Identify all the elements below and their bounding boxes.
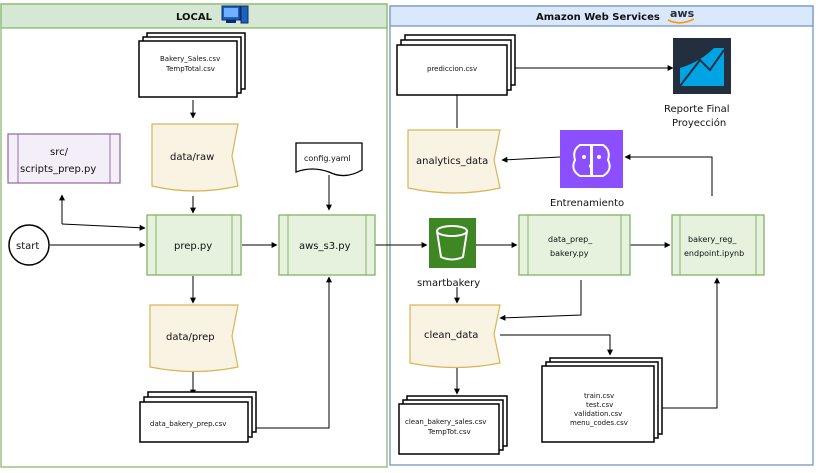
clean-bakery-csv-node[interactable]: clean_bakery_sales.csv TempTot.csv <box>398 395 508 455</box>
data-raw-label: data/raw <box>170 152 214 163</box>
sagemaker-brain-icon[interactable] <box>560 130 623 188</box>
prep-py-node[interactable]: prep.py <box>146 214 242 276</box>
clean-bakery-csv-line1: clean_bakery_sales.csv <box>405 418 486 426</box>
data-prep-bakery-node[interactable]: data_prep_ bakery.py <box>518 214 631 276</box>
aws-s3-py-node[interactable]: aws_s3.py <box>278 214 376 276</box>
clean-bakery-csv-line2: TempTot.csv <box>427 428 471 436</box>
quicksight-icon[interactable] <box>673 38 731 94</box>
reporte-line1: Reporte Final <box>664 104 730 115</box>
s3-bucket-icon[interactable] <box>429 218 476 268</box>
data-raw-node[interactable]: data/raw <box>151 123 239 192</box>
start-node[interactable]: start <box>8 224 50 266</box>
data-prep-node[interactable]: data/prep <box>149 304 239 373</box>
clean-data-node[interactable]: clean_data <box>409 304 501 369</box>
edges <box>50 65 720 429</box>
prediccion-csv-label: prediccion.csv <box>427 65 477 73</box>
smartbakery-label: smartbakery <box>417 278 480 289</box>
analytics-data-label: analytics_data <box>416 156 488 167</box>
computer-icon <box>221 5 249 24</box>
prediccion-csv-node[interactable]: prediccion.csv <box>396 34 516 96</box>
data-bakery-prep-label: data_bakery_prep.csv <box>150 420 226 428</box>
aws-logo-icon: aws <box>667 7 695 24</box>
bakery-reg-line1: bakery_reg_ <box>688 235 737 244</box>
bakery-reg-line2: endpoint.ipynb <box>684 249 744 258</box>
train-files-line3: validation.csv <box>574 410 622 418</box>
config-yaml-label: config.yaml <box>304 154 351 163</box>
bakery-sales-csv-node[interactable]: Bakery_Sales.csv TempTotal.csv <box>138 32 246 98</box>
bakery-reg-node[interactable]: bakery_reg_ endpoint.ipynb <box>671 214 765 276</box>
data-bakery-prep-node[interactable]: data_bakery_prep.csv <box>139 391 257 443</box>
train-files-line2: test.csv <box>586 401 613 409</box>
local-panel-title: LOCAL <box>176 12 213 23</box>
src-scripts-line2: scripts_prep.py <box>20 164 96 175</box>
entrenamiento-label: Entrenamiento <box>550 198 624 209</box>
clean-data-label: clean_data <box>424 330 478 341</box>
data-prep-label: data/prep <box>166 332 215 343</box>
train-files-line1: train.csv <box>584 392 614 400</box>
start-label: start <box>16 241 39 252</box>
train-files-node[interactable]: train.csv test.csv validation.csv menu_c… <box>541 357 663 443</box>
train-files-line4: menu_codes.csv <box>570 419 628 427</box>
aws-s3-py-label: aws_s3.py <box>299 241 351 252</box>
src-scripts-line1: src/ <box>50 147 69 158</box>
data-prep-bakery-line2: bakery.py <box>550 249 589 258</box>
prep-py-label: prep.py <box>174 241 212 252</box>
bakery-sales-csv-line1: Bakery_Sales.csv <box>160 55 220 63</box>
analytics-data-node[interactable]: analytics_data <box>407 129 501 194</box>
reporte-line2: Proyección <box>672 117 726 129</box>
data-prep-bakery-line1: data_prep_ <box>548 235 593 244</box>
config-yaml-node[interactable]: config.yaml <box>295 142 363 177</box>
src-scripts-node[interactable]: src/ scripts_prep.py <box>7 133 121 184</box>
bakery-sales-csv-line2: TempTotal.csv <box>165 65 215 73</box>
aws-panel-title: Amazon Web Services <box>536 12 660 23</box>
svg-text:aws: aws <box>670 7 695 20</box>
